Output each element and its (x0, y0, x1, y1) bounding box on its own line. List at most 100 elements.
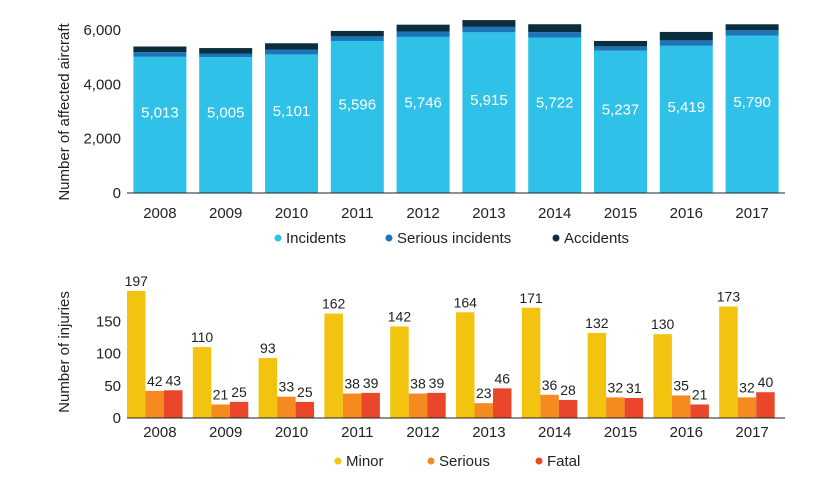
bar-accidents (199, 48, 253, 54)
x-tick-label: 2012 (406, 205, 439, 222)
legend-label: Serious (439, 453, 490, 470)
x-tick-label: 2016 (670, 424, 703, 441)
x-tick-label: 2015 (604, 424, 637, 441)
y-tick-label: 100 (96, 346, 121, 363)
bar-serious (671, 395, 691, 418)
legend-marker (535, 457, 543, 465)
bar-value-label: 5,746 (404, 94, 442, 111)
bar-serious-incidents (330, 36, 384, 41)
bar-serious (211, 404, 230, 418)
x-tick-label: 2011 (341, 205, 373, 222)
y-tick-label: 6,000 (83, 22, 121, 39)
bar-value-label: 38 (344, 376, 360, 392)
bar-value-label: 23 (476, 385, 492, 401)
x-tick-label: 2017 (735, 205, 768, 222)
bar-value-label: 5,596 (339, 96, 377, 113)
bar-value-label: 110 (191, 329, 214, 345)
bar-value-label: 43 (165, 372, 181, 388)
bar-serious-incidents (133, 52, 187, 57)
bar-value-label: 5,013 (141, 104, 179, 121)
bar-serious-incidents (659, 40, 713, 46)
bar-serious (737, 397, 757, 418)
bar-minor (258, 358, 278, 418)
bar-serious-incidents (265, 49, 318, 55)
bar-incidents (594, 50, 647, 194)
x-tick-label: 2008 (143, 424, 176, 441)
bar-value-label: 40 (758, 374, 774, 390)
legend-label: Serious incidents (397, 230, 511, 247)
bar-value-label: 171 (519, 290, 543, 306)
y-tick-label: 0 (113, 410, 121, 427)
x-tick-label: 2009 (209, 424, 242, 441)
bar-accidents (330, 30, 384, 37)
bar-fatal (427, 392, 446, 418)
bar-serious (474, 403, 493, 418)
bar-serious (408, 393, 428, 418)
legend-marker (274, 234, 282, 242)
bar-serious-incidents (199, 53, 253, 58)
y-axis-label: Number of injuries (56, 291, 73, 413)
legend-label: Incidents (286, 230, 346, 247)
bar-accidents (528, 24, 582, 33)
x-tick-label: 2012 (406, 424, 439, 441)
x-tick-label: 2015 (604, 205, 637, 222)
bar-value-label: 5,722 (536, 95, 574, 112)
bar-value-label: 5,419 (668, 99, 706, 116)
bar-serious (277, 396, 296, 418)
bar-minor (587, 332, 607, 418)
legend-marker (385, 234, 393, 242)
bar-value-label: 5,790 (733, 94, 771, 111)
bar-value-label: 39 (429, 375, 445, 391)
bar-serious (606, 397, 625, 418)
bar-accidents (462, 20, 516, 27)
bar-minor (653, 334, 672, 418)
bar-value-label: 32 (739, 379, 755, 395)
x-tick-label: 2013 (472, 205, 505, 222)
bar-serious-incidents (528, 32, 582, 38)
y-tick-label: 150 (96, 313, 121, 330)
bar-value-label: 132 (585, 315, 609, 331)
bar-value-label: 25 (231, 384, 247, 400)
bar-accidents (725, 24, 779, 31)
bar-value-label: 5,101 (273, 103, 311, 120)
bar-value-label: 36 (542, 377, 558, 393)
bar-fatal (624, 398, 644, 418)
bar-value-label: 38 (410, 376, 426, 392)
x-tick-label: 2016 (670, 205, 703, 222)
bar-value-label: 5,005 (207, 104, 245, 121)
bar-serious-incidents (462, 26, 516, 33)
bar-value-label: 142 (388, 308, 412, 324)
y-tick-label: 0 (113, 185, 121, 202)
bar-value-label: 21 (213, 386, 229, 402)
bar-accidents (659, 31, 713, 41)
x-tick-label: 2011 (341, 424, 373, 441)
y-tick-label: 50 (104, 378, 121, 395)
bar-value-label: 93 (260, 340, 276, 356)
bar-value-label: 33 (279, 379, 295, 395)
x-tick-label: 2010 (275, 205, 308, 222)
bar-value-label: 31 (626, 380, 642, 396)
bar-serious-incidents (396, 31, 450, 37)
bar-serious-incidents (725, 30, 779, 36)
bar-minor (390, 326, 409, 418)
legend-marker (334, 457, 342, 465)
bar-incidents (659, 45, 713, 194)
y-tick-label: 4,000 (83, 76, 121, 93)
bar-incidents (396, 36, 450, 194)
bar-minor (127, 291, 146, 418)
y-axis-label: Number of affected aircraft (56, 23, 73, 201)
legend-label: Fatal (547, 453, 580, 470)
x-tick-label: 2013 (472, 424, 505, 441)
bar-serious (342, 393, 362, 418)
bar-value-label: 162 (322, 296, 346, 312)
bar-value-label: 164 (454, 294, 478, 310)
bar-value-label: 28 (560, 382, 576, 398)
bar-incidents (133, 56, 187, 193)
bar-accidents (265, 43, 318, 50)
bar-value-label: 197 (125, 273, 149, 289)
x-tick-label: 2014 (538, 424, 571, 441)
bar-value-label: 25 (297, 384, 313, 400)
